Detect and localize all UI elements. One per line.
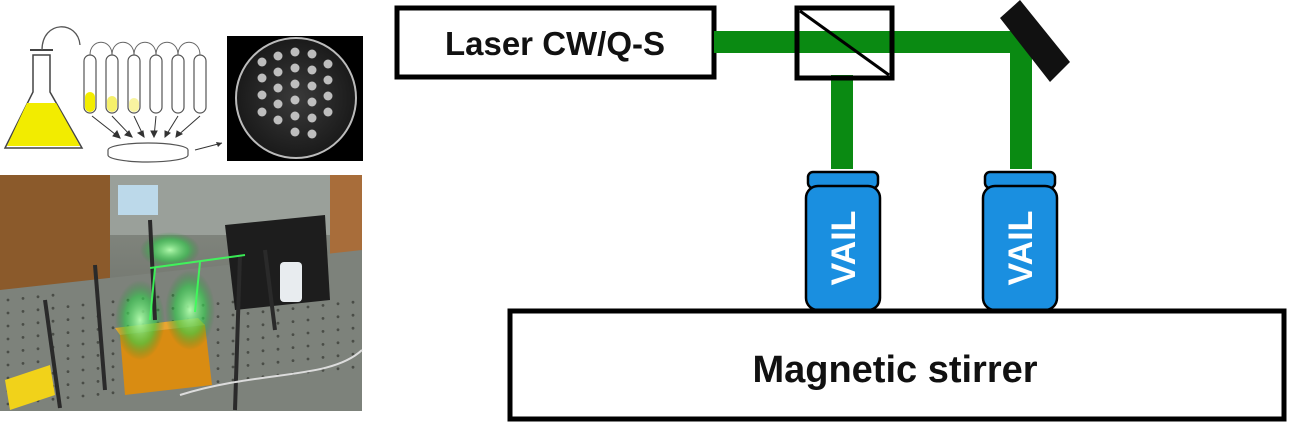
vial-right: VAIL bbox=[981, 170, 1059, 312]
petri-dish-icon bbox=[107, 142, 189, 163]
mirror-icon bbox=[1000, 0, 1070, 82]
flask-icon bbox=[3, 49, 84, 149]
magnetic-stirrer: Magnetic stirrer bbox=[507, 308, 1287, 422]
arrow-icons bbox=[91, 115, 201, 139]
laser-label: Laser CW/Q-S bbox=[445, 25, 665, 62]
agar-plate-photo bbox=[227, 36, 363, 161]
test-tubes bbox=[83, 41, 207, 114]
laser-beams bbox=[714, 31, 1032, 169]
test-tube-icon bbox=[105, 54, 119, 114]
lab-setup-photo bbox=[0, 175, 363, 411]
test-tube-icon bbox=[149, 54, 163, 114]
test-tube-icon bbox=[127, 54, 141, 114]
vial-right-label: VAIL bbox=[1002, 211, 1040, 286]
beam-to-left-vial bbox=[831, 75, 853, 169]
beam-splitter-icon bbox=[794, 5, 895, 81]
vial-left: VAIL bbox=[804, 170, 882, 312]
stirrer-label: Magnetic stirrer bbox=[752, 349, 1037, 391]
test-tube-icon bbox=[193, 54, 207, 114]
test-tube-icon bbox=[83, 54, 97, 114]
laser-source: Laser CW/Q-S bbox=[394, 5, 717, 80]
serial-dilution-illustration bbox=[3, 26, 223, 163]
vial-left-label: VAIL bbox=[825, 211, 863, 286]
test-tube-icon bbox=[171, 54, 185, 114]
beam-to-right-vial bbox=[1010, 42, 1032, 169]
beam-horizontal bbox=[714, 31, 1032, 53]
